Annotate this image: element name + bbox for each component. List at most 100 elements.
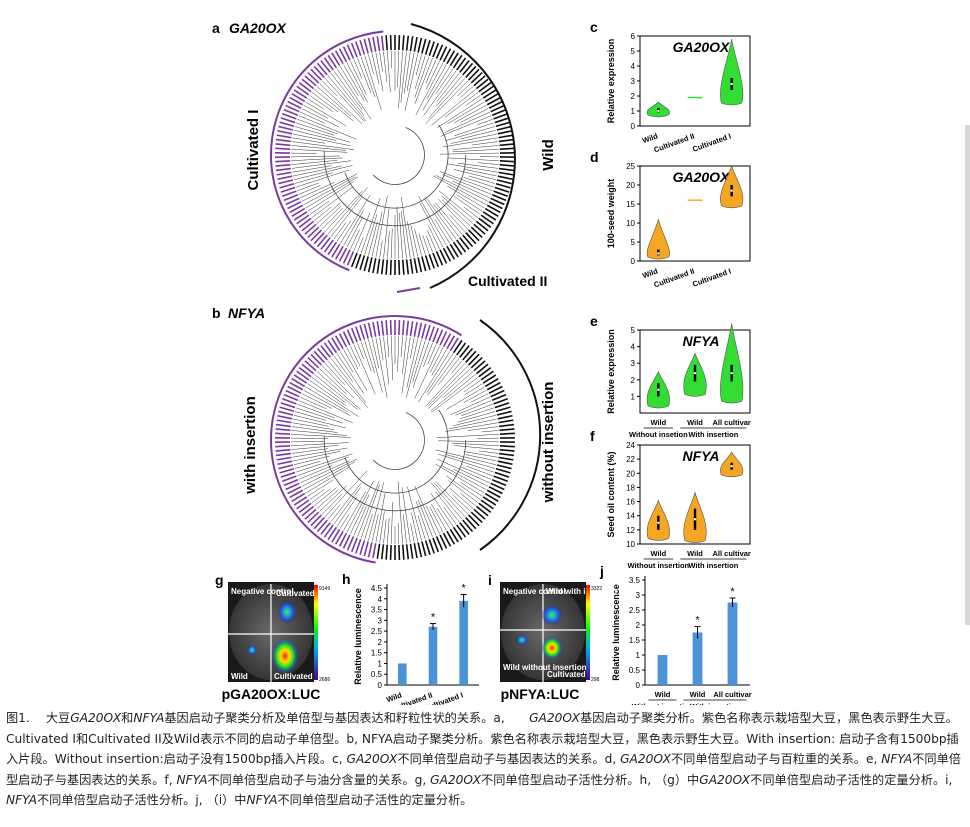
tree-leaf-label [280, 117, 296, 124]
tree-leaf-label [401, 544, 405, 560]
tree-branch [398, 51, 403, 109]
tree-leaf-label [304, 223, 317, 235]
tree-leaf-label [287, 486, 302, 495]
tree-leaf-label [475, 363, 489, 375]
tree-branch [319, 83, 363, 125]
y-tick-label: 18 [626, 483, 635, 492]
tree-leaf-label [467, 514, 480, 527]
tree-leaf-label [283, 108, 299, 117]
tree-leaf-label [372, 543, 377, 559]
tree-branch [406, 52, 415, 91]
tree-leaf-label [499, 163, 515, 167]
tree-branch [350, 494, 370, 535]
tree-leaf-label [499, 445, 515, 448]
tree-leaf-label [398, 35, 401, 51]
caption-segment: 基因启动子聚类分析及单倍型与基因表达和籽粒性状的关系。a, [164, 711, 530, 725]
tree-branch [477, 162, 499, 165]
panel-d-letter: d [590, 149, 599, 165]
page-scrollbar[interactable] [965, 125, 970, 625]
panel-b-tree: b NFYA with insertion without insertion [212, 305, 557, 564]
y-tick-label: 10 [626, 219, 635, 228]
tree-leaf-label [442, 247, 452, 262]
tree-branch [375, 195, 388, 258]
tree-branch [425, 80, 469, 125]
tree-inner-arc [323, 435, 467, 512]
group-label: With insertion [688, 430, 738, 439]
y-tick-label: 0 [378, 681, 383, 690]
x-category-label: Wild [687, 549, 703, 558]
tree-branch [452, 145, 499, 150]
tree-leaf-label [287, 100, 302, 109]
y-tick-label: 4 [378, 595, 383, 604]
tree-branch [316, 489, 339, 509]
tree-branch [336, 220, 352, 242]
tree-branch [346, 347, 359, 370]
tree-leaf-label [316, 234, 328, 248]
tree-branch [291, 160, 338, 165]
tree-leaf-label [478, 82, 492, 93]
tree-branch [436, 75, 463, 107]
clade-arc-cultivated [270, 315, 462, 564]
tree-branch [418, 351, 450, 403]
tree-branch [303, 176, 356, 205]
tree-branch [466, 465, 493, 477]
tree-leaf-label [449, 243, 459, 258]
tree-leaf-label [446, 335, 456, 350]
tree-branch [305, 101, 346, 126]
tree-branch [379, 52, 383, 72]
tree-branch [390, 336, 394, 381]
tree-leaf-label [277, 460, 293, 466]
tree-leaf-label [499, 423, 515, 428]
panel-a-letter: a [212, 20, 220, 36]
tree-branch [292, 447, 348, 458]
tree-branch [353, 344, 376, 395]
tree-branch [423, 342, 433, 367]
tree-leaf-label [291, 492, 306, 502]
luc-i-scale-min: 298 [591, 677, 600, 683]
tree-branch [422, 235, 430, 254]
tree-branch [460, 482, 483, 497]
group-label: Without insetion [629, 430, 688, 439]
luc-spot-wild-without [516, 635, 528, 645]
tree-leaf-label [285, 197, 300, 206]
tree-leaf-label [363, 323, 369, 339]
tree-branch [463, 451, 498, 458]
tree-branch [467, 426, 499, 431]
tree-leaf-label [480, 499, 494, 510]
tree-branch [470, 393, 489, 403]
x-category-label: Cultivated II [653, 131, 696, 154]
tree-branch [431, 349, 447, 376]
panel-b-gene: NFYA [228, 305, 265, 321]
caption-segment: NFYA [881, 752, 913, 766]
tree-branch [297, 403, 336, 419]
tree-leaf-label [432, 327, 440, 343]
panel-i-letter: i [488, 572, 492, 588]
tree-leaf-label [275, 160, 291, 163]
tree-branch [436, 433, 499, 438]
tree-branch [443, 371, 474, 398]
tree-branch [303, 390, 351, 416]
tree-leaf-label [497, 175, 513, 181]
tree-leaf-label [342, 331, 351, 346]
tree-leaf-label [342, 249, 351, 264]
tree-leaf-label [413, 36, 418, 52]
tree-branch [431, 503, 447, 531]
tree-branch [445, 422, 498, 432]
y-tick-label: 2 [378, 638, 383, 647]
bar-2 [459, 600, 468, 685]
tree-branch [300, 396, 327, 410]
tree-leaf-label [428, 41, 435, 57]
tree-branch [307, 383, 359, 417]
tree-inner-arc [372, 127, 425, 185]
y-tick-label: 1 [631, 107, 636, 116]
tree-branch [333, 70, 363, 111]
tree-branch [435, 175, 489, 202]
tree-leaf-label [428, 538, 435, 554]
y-tick-label: 4 [631, 343, 636, 352]
caption-segment: GA20OX [70, 711, 122, 725]
tree-leaf-label [499, 147, 515, 150]
tree-leaf-label [442, 48, 452, 63]
y-tick-label: 1 [378, 659, 383, 668]
